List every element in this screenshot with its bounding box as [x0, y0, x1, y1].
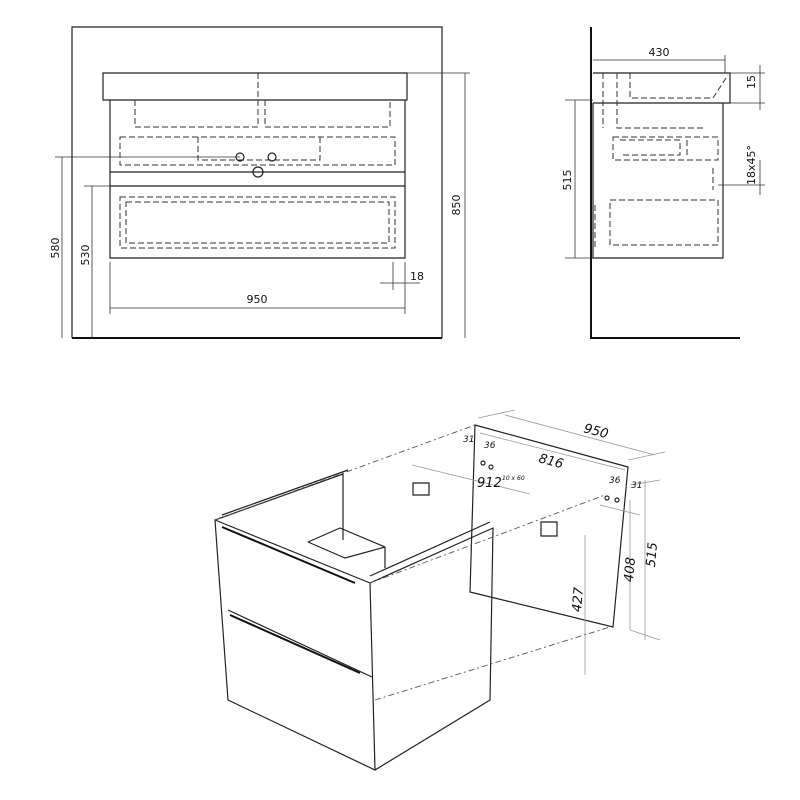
mounting-hole — [488, 464, 494, 470]
iso-view: 950 816 31 36 36 31 912 10 x 60 408 515 … — [214, 409, 666, 771]
wall-outline — [71, 26, 443, 338]
hidden-lines — [119, 73, 396, 249]
dim-515: 515 — [561, 170, 574, 191]
dim-530: 530 — [79, 245, 92, 266]
dim-850: 850 — [450, 195, 463, 216]
mounting-hole — [614, 497, 620, 503]
dimension-lines — [411, 409, 666, 675]
dim-31-right: 31 — [631, 481, 642, 491]
front-view: 850 580 530 950 18 — [49, 26, 470, 339]
wall-floor-line — [590, 27, 740, 339]
hidden-lines — [594, 73, 729, 250]
dim-15: 15 — [745, 75, 758, 89]
dim-36-right: 36 — [609, 476, 621, 486]
drawer-split — [110, 171, 405, 187]
drawer-and-compartment — [227, 527, 386, 678]
mounting-hole — [480, 460, 486, 466]
dim-580: 580 — [49, 238, 62, 259]
dimension-lines — [565, 55, 765, 259]
dim-31-left: 31 — [463, 435, 474, 445]
dim-427: 427 — [570, 586, 587, 613]
drawer-handles — [221, 526, 361, 674]
side-view: 430 15 515 18x45° — [561, 27, 765, 339]
drain-hole — [252, 166, 264, 178]
dim-18: 18 — [410, 270, 424, 283]
dim-950: 950 — [582, 421, 610, 442]
dim-912: 912 — [477, 476, 502, 491]
dim-chamfer: 18x45° — [745, 145, 758, 185]
basin-and-cabinet — [102, 72, 408, 259]
hanging-brackets — [412, 482, 558, 537]
dim-950: 950 — [247, 293, 268, 306]
side-outline — [592, 72, 731, 259]
dimension-lines — [55, 72, 470, 338]
dim-515: 515 — [644, 542, 661, 568]
dim-36-left: 36 — [484, 441, 496, 451]
dim-816: 816 — [537, 451, 565, 472]
siphon-hole — [267, 152, 277, 162]
back-wall-plate — [469, 424, 629, 628]
dim-408: 408 — [622, 557, 639, 583]
hole-size-label: 10 x 60 — [502, 475, 525, 482]
cabinet-body — [214, 469, 494, 771]
dim-430: 430 — [649, 46, 670, 59]
mounting-hole — [604, 495, 610, 501]
projection-lines — [214, 424, 611, 701]
